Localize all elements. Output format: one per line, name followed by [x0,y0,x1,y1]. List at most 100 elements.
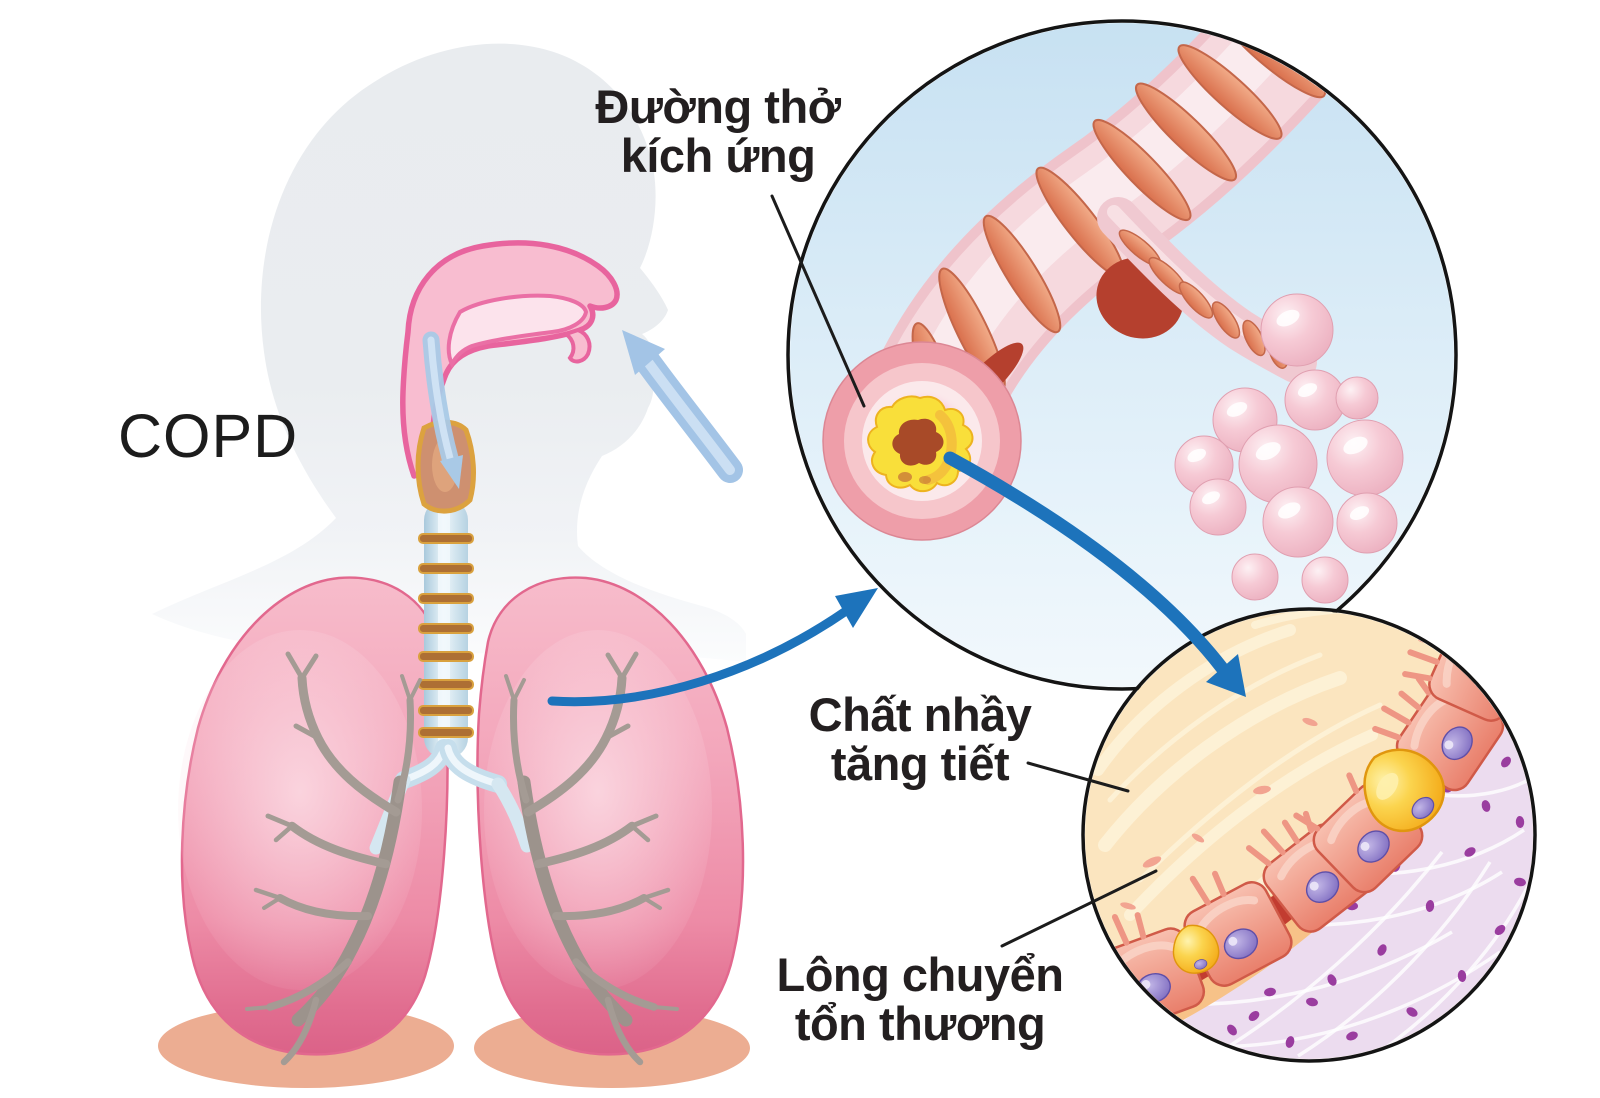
tissue-nucleus-dot [1425,900,1435,912]
bronchial-branch [262,896,282,910]
arrow-airway-to-mucosa-inset [943,451,1246,697]
tissue-nucleus-dot [1346,1031,1358,1041]
alveolus-highlight [1278,502,1301,519]
trachea-ring [418,705,474,716]
cell-nucleus [1223,928,1259,960]
bronchial-branch [245,1005,272,1011]
alveolus [1335,376,1379,420]
bronchial-branch [629,823,651,843]
damaged-cilium [1346,772,1360,795]
alveolus-highlight [1349,506,1370,521]
bronchial-branch [512,678,526,702]
alveolus-highlight [1297,383,1318,398]
bronchial-branch [604,996,644,1066]
bronchial-branch [266,958,352,1011]
damaged-cilium [1281,819,1300,845]
cilium-fragment [1253,785,1271,795]
leader-mucus [1026,761,1130,793]
muscle-band [982,214,1062,334]
bronchial-branch [408,678,422,702]
tissue-nucleus-dot [1514,877,1526,887]
damaged-cilium [1245,845,1272,867]
alveolus [1260,293,1334,367]
trachea-ring [418,623,474,634]
cilium-fragment [1302,717,1318,727]
bronchial-branch [533,821,637,869]
bronchial-branch [552,894,648,921]
cilium-fragment [1120,902,1136,910]
damaged-cilium [1189,875,1211,906]
damaged-cilium [1212,870,1227,898]
upper-airway [400,240,620,479]
bronchial-branch [297,673,401,817]
label-mucus-line2: tăng tiết [830,737,1010,790]
goblet-cell-small [1172,924,1220,974]
bronchial-branch [291,775,407,1027]
bronchial-branch [642,896,662,910]
alveolus-highlight [1255,442,1281,461]
bronchial-branch [510,696,530,804]
lung-left-highlight [178,630,422,990]
label-cilia-line2: tổn thương [794,997,1046,1050]
bronchial-branch [517,775,633,1027]
damaged-cilium [1407,649,1440,665]
bronchial-branch [265,813,295,829]
swallow-arrowhead-icon [440,455,463,489]
bronchial-branch [280,996,320,1066]
alveolus-highlight [1202,491,1220,505]
tissue-fiber [1219,850,1444,1054]
arrowhead-icon [835,588,878,628]
alveolus [1336,492,1398,554]
damaged-cilium [1415,675,1432,696]
tissue-nucleus-dot [1515,816,1525,828]
tissue-nucleus-dot [1306,997,1318,1007]
label-irritated-airway: Đường thở kích ứng [568,82,868,180]
label-mucus-hypersecretion: Chất nhầy tăng tiết [770,690,1070,788]
bronchial-tree-right [504,651,679,1066]
alveolus [1262,486,1334,558]
bronchial-branch [287,821,391,869]
damaged-cilium [1402,671,1433,682]
mucus-streak [1098,671,1347,852]
muscle-band [1134,82,1238,182]
mucus-streak [1137,702,1383,883]
arrow-lung-to-airway-inset [547,588,878,707]
tissue-nucleus-dot [1248,1010,1260,1022]
mucus-streak [1107,652,1323,803]
inhale-arrowhead-icon [622,330,665,375]
arrowhead-icon [1206,654,1246,697]
cilium-fragment [1191,833,1205,843]
damaged-cilium [1111,914,1130,946]
label-mucus-line1: Chất nhầy [808,688,1032,741]
bronchial-branch [253,887,283,901]
copd-title: COPD [118,402,299,470]
bronchial-branch [276,894,372,921]
label-irritated-airway-line1: Đường thở [595,80,841,133]
bronchial-branch [619,651,639,681]
bronchial-branch [504,674,516,702]
narrowed-lumen [892,418,944,466]
damaged-cilium [1381,705,1412,726]
cell-nucleus [1305,871,1340,904]
inset-airway-circle [786,19,1458,691]
tissue-nucleus-dot [1327,974,1337,986]
tissue-nucleus-dot [1377,944,1387,956]
trachea-ring [418,651,474,662]
cilium-fragment [1142,856,1162,868]
leader-irritated-airway [770,194,866,408]
alveolus-highlight [1187,448,1207,463]
mucus-streak [1092,624,1296,776]
bronchial-branch [273,823,295,843]
leader-cilia [1000,869,1158,948]
inset-mucosa-circle [1081,607,1537,1063]
tissue-nucleus-dot [1464,847,1476,857]
damaged-cilium [1436,614,1455,632]
bronchial-branch [629,813,659,829]
tissue-nucleus-dot [1501,756,1511,768]
inset-mucosa-border [1081,607,1537,1063]
tissue-nucleus-dot [1494,924,1506,936]
muscle-band [1211,301,1241,339]
alveolus [1189,478,1247,536]
inset-airway-border [786,19,1458,691]
